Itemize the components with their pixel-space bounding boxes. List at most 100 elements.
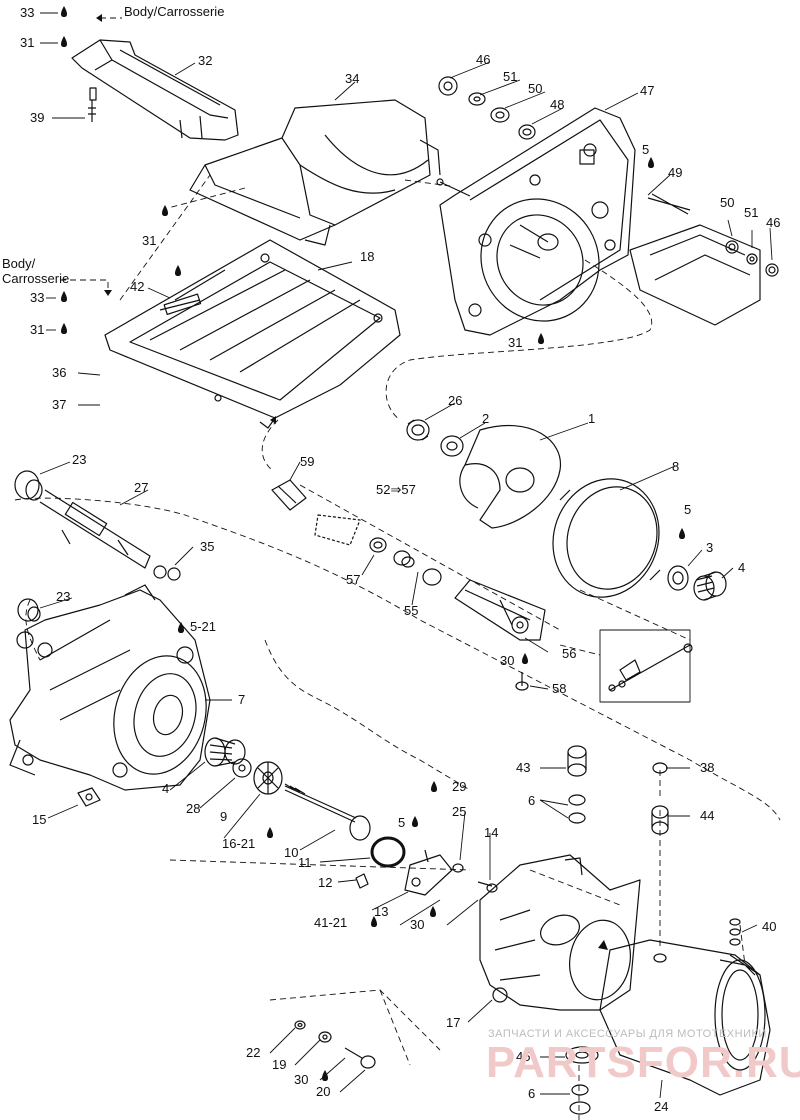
label-34: 34 (345, 71, 360, 86)
label-9: 9 (220, 809, 228, 824)
label-30: 30 (294, 1072, 309, 1087)
leader-lines (39, 12, 773, 1099)
label-12: 12 (318, 875, 333, 890)
droplet-icon (162, 205, 168, 216)
label-33: 33 (30, 290, 45, 305)
label-50: 50 (720, 195, 735, 210)
label-15: 15 (32, 812, 47, 827)
part-2-seal (440, 435, 464, 457)
droplet-icon (322, 1070, 328, 1081)
droplet-icon (178, 622, 184, 633)
droplet-icon (267, 827, 273, 838)
part-14-screw (477, 881, 498, 893)
droplet-icon (371, 916, 377, 927)
label-24: 24 (654, 1099, 669, 1114)
part-34-intake-cover (189, 99, 441, 246)
detail-box-56 (599, 629, 691, 703)
part-45-6-bottom (565, 1046, 599, 1115)
label-31: 31 (30, 322, 45, 337)
label-38: 38 (700, 760, 715, 775)
label-35: 35 (200, 539, 215, 554)
part-13-cap (404, 849, 453, 896)
washer-stack-46-51-50-48 (438, 76, 536, 140)
label-33: 33 (20, 5, 35, 20)
label-52-57: 52⇒57 (376, 482, 416, 497)
droplet-icon (61, 291, 67, 302)
part-58-screw (515, 672, 529, 691)
label-40: 40 (762, 919, 777, 934)
label-48: 48 (550, 97, 565, 112)
part-10-shaft (284, 783, 371, 841)
leader-arrow-icon (270, 416, 276, 424)
part-56-lever-assy (454, 579, 693, 692)
watermark-caption: ЗАПЧАСТИ И АКСЕССУАРЫ ДЛЯ МОТОТЕХНИКИ (488, 1028, 767, 1040)
droplet-icon (522, 653, 528, 664)
part-26-bearing (406, 419, 430, 441)
part-57-bushing (369, 537, 387, 553)
part-15-nut (77, 787, 101, 807)
part-28-washer (232, 758, 252, 778)
part-23-boot-lower (17, 598, 41, 622)
part-7-pump-housing (9, 584, 211, 791)
label-31: 31 (508, 335, 523, 350)
part-9-impeller (253, 761, 283, 795)
label-37: 37 (52, 397, 67, 412)
part-8-wear-ring (552, 478, 661, 598)
droplet-icon (430, 906, 436, 917)
label-23: 23 (56, 589, 71, 604)
label-56: 56 (562, 646, 577, 661)
part-23-boot (14, 470, 43, 501)
droplet-icon (175, 265, 181, 276)
label-31: 31 (142, 233, 157, 248)
label-17: 17 (446, 1015, 461, 1030)
label-46: 46 (766, 215, 781, 230)
label-22: 22 (246, 1045, 261, 1060)
label-57: 57 (346, 572, 361, 587)
body-note-left-line1: Body/ (2, 256, 36, 271)
label-2: 2 (482, 411, 490, 426)
label-42: 42 (130, 279, 145, 294)
droplet-icon (412, 816, 418, 827)
part-59-sensor (271, 479, 361, 546)
droplet-icon (61, 36, 67, 47)
leader-arrow-icon-group (96, 14, 608, 950)
droplet-icon (61, 6, 67, 17)
label-5: 5 (642, 142, 650, 157)
label-50: 50 (528, 81, 543, 96)
part-4-bearing-top (693, 571, 727, 601)
label-51: 51 (503, 69, 518, 84)
label-4: 4 (738, 560, 746, 575)
label-14: 14 (484, 825, 499, 840)
watermark-logo: PARTSFOR.RU (486, 1038, 800, 1087)
label-44: 44 (700, 808, 715, 823)
label-41-21: 41-21 (314, 915, 348, 930)
part-47-pump-support (436, 107, 636, 336)
label-3: 3 (706, 540, 714, 555)
label-39: 39 (30, 110, 45, 125)
droplet-icon (431, 781, 437, 792)
label-46: 46 (476, 52, 491, 67)
label-18: 18 (360, 249, 375, 264)
label-4: 4 (162, 781, 170, 796)
label-28: 28 (186, 801, 201, 816)
label-49: 49 (668, 165, 683, 180)
label-6: 6 (528, 793, 536, 808)
label-5: 5 (398, 815, 406, 830)
label-6: 6 (528, 1086, 536, 1101)
leader-arrow-icon (598, 940, 608, 950)
label-10: 10 (284, 845, 299, 860)
droplet-icon (648, 157, 654, 168)
part-43-44-bushings (567, 745, 669, 835)
label-26: 26 (448, 393, 463, 408)
part-32-bracket (71, 39, 239, 141)
label-47: 47 (640, 83, 655, 98)
droplet-icon (538, 333, 544, 344)
label-23: 23 (72, 452, 87, 467)
label-58: 58 (552, 681, 567, 696)
label-5: 5 (684, 502, 692, 517)
label-7: 7 (238, 692, 246, 707)
label-36: 36 (52, 365, 67, 380)
body-note-left-line2: Carrosserie (2, 271, 70, 286)
